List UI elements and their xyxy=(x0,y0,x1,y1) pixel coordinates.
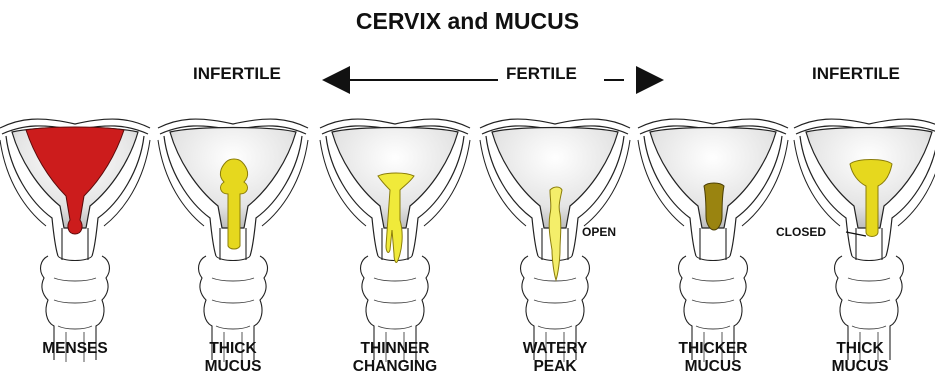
thicker-mucus-fluid xyxy=(704,183,724,230)
caption-thick-mucus-2: THICK MUCUS xyxy=(785,340,935,376)
caption-thinner-changing: THINNER CHANGING xyxy=(320,340,470,376)
stage-thicker-mucus-illustration xyxy=(638,119,788,362)
stage-thinner-changing-illustration xyxy=(320,119,470,362)
caption-watery-peak: WATERY PEAK xyxy=(480,340,630,376)
stage-menses-illustration xyxy=(0,119,150,362)
caption-menses: MENSES xyxy=(0,340,150,358)
stage-watery-peak-illustration xyxy=(480,119,630,362)
arrow-right-head-icon xyxy=(636,66,664,94)
fertile-arrow xyxy=(322,66,664,94)
caption-thicker-mucus: THICKER MUCUS xyxy=(638,340,788,376)
closed-label: CLOSED xyxy=(776,225,826,239)
caption-thick-mucus: THICK MUCUS xyxy=(158,340,308,376)
stage-thick-mucus-2-illustration xyxy=(794,119,935,362)
arrow-left-head-icon xyxy=(322,66,350,94)
stage-thick-mucus-illustration xyxy=(158,119,308,362)
open-label: OPEN xyxy=(582,225,616,239)
watery-mucus-fluid xyxy=(549,187,562,280)
